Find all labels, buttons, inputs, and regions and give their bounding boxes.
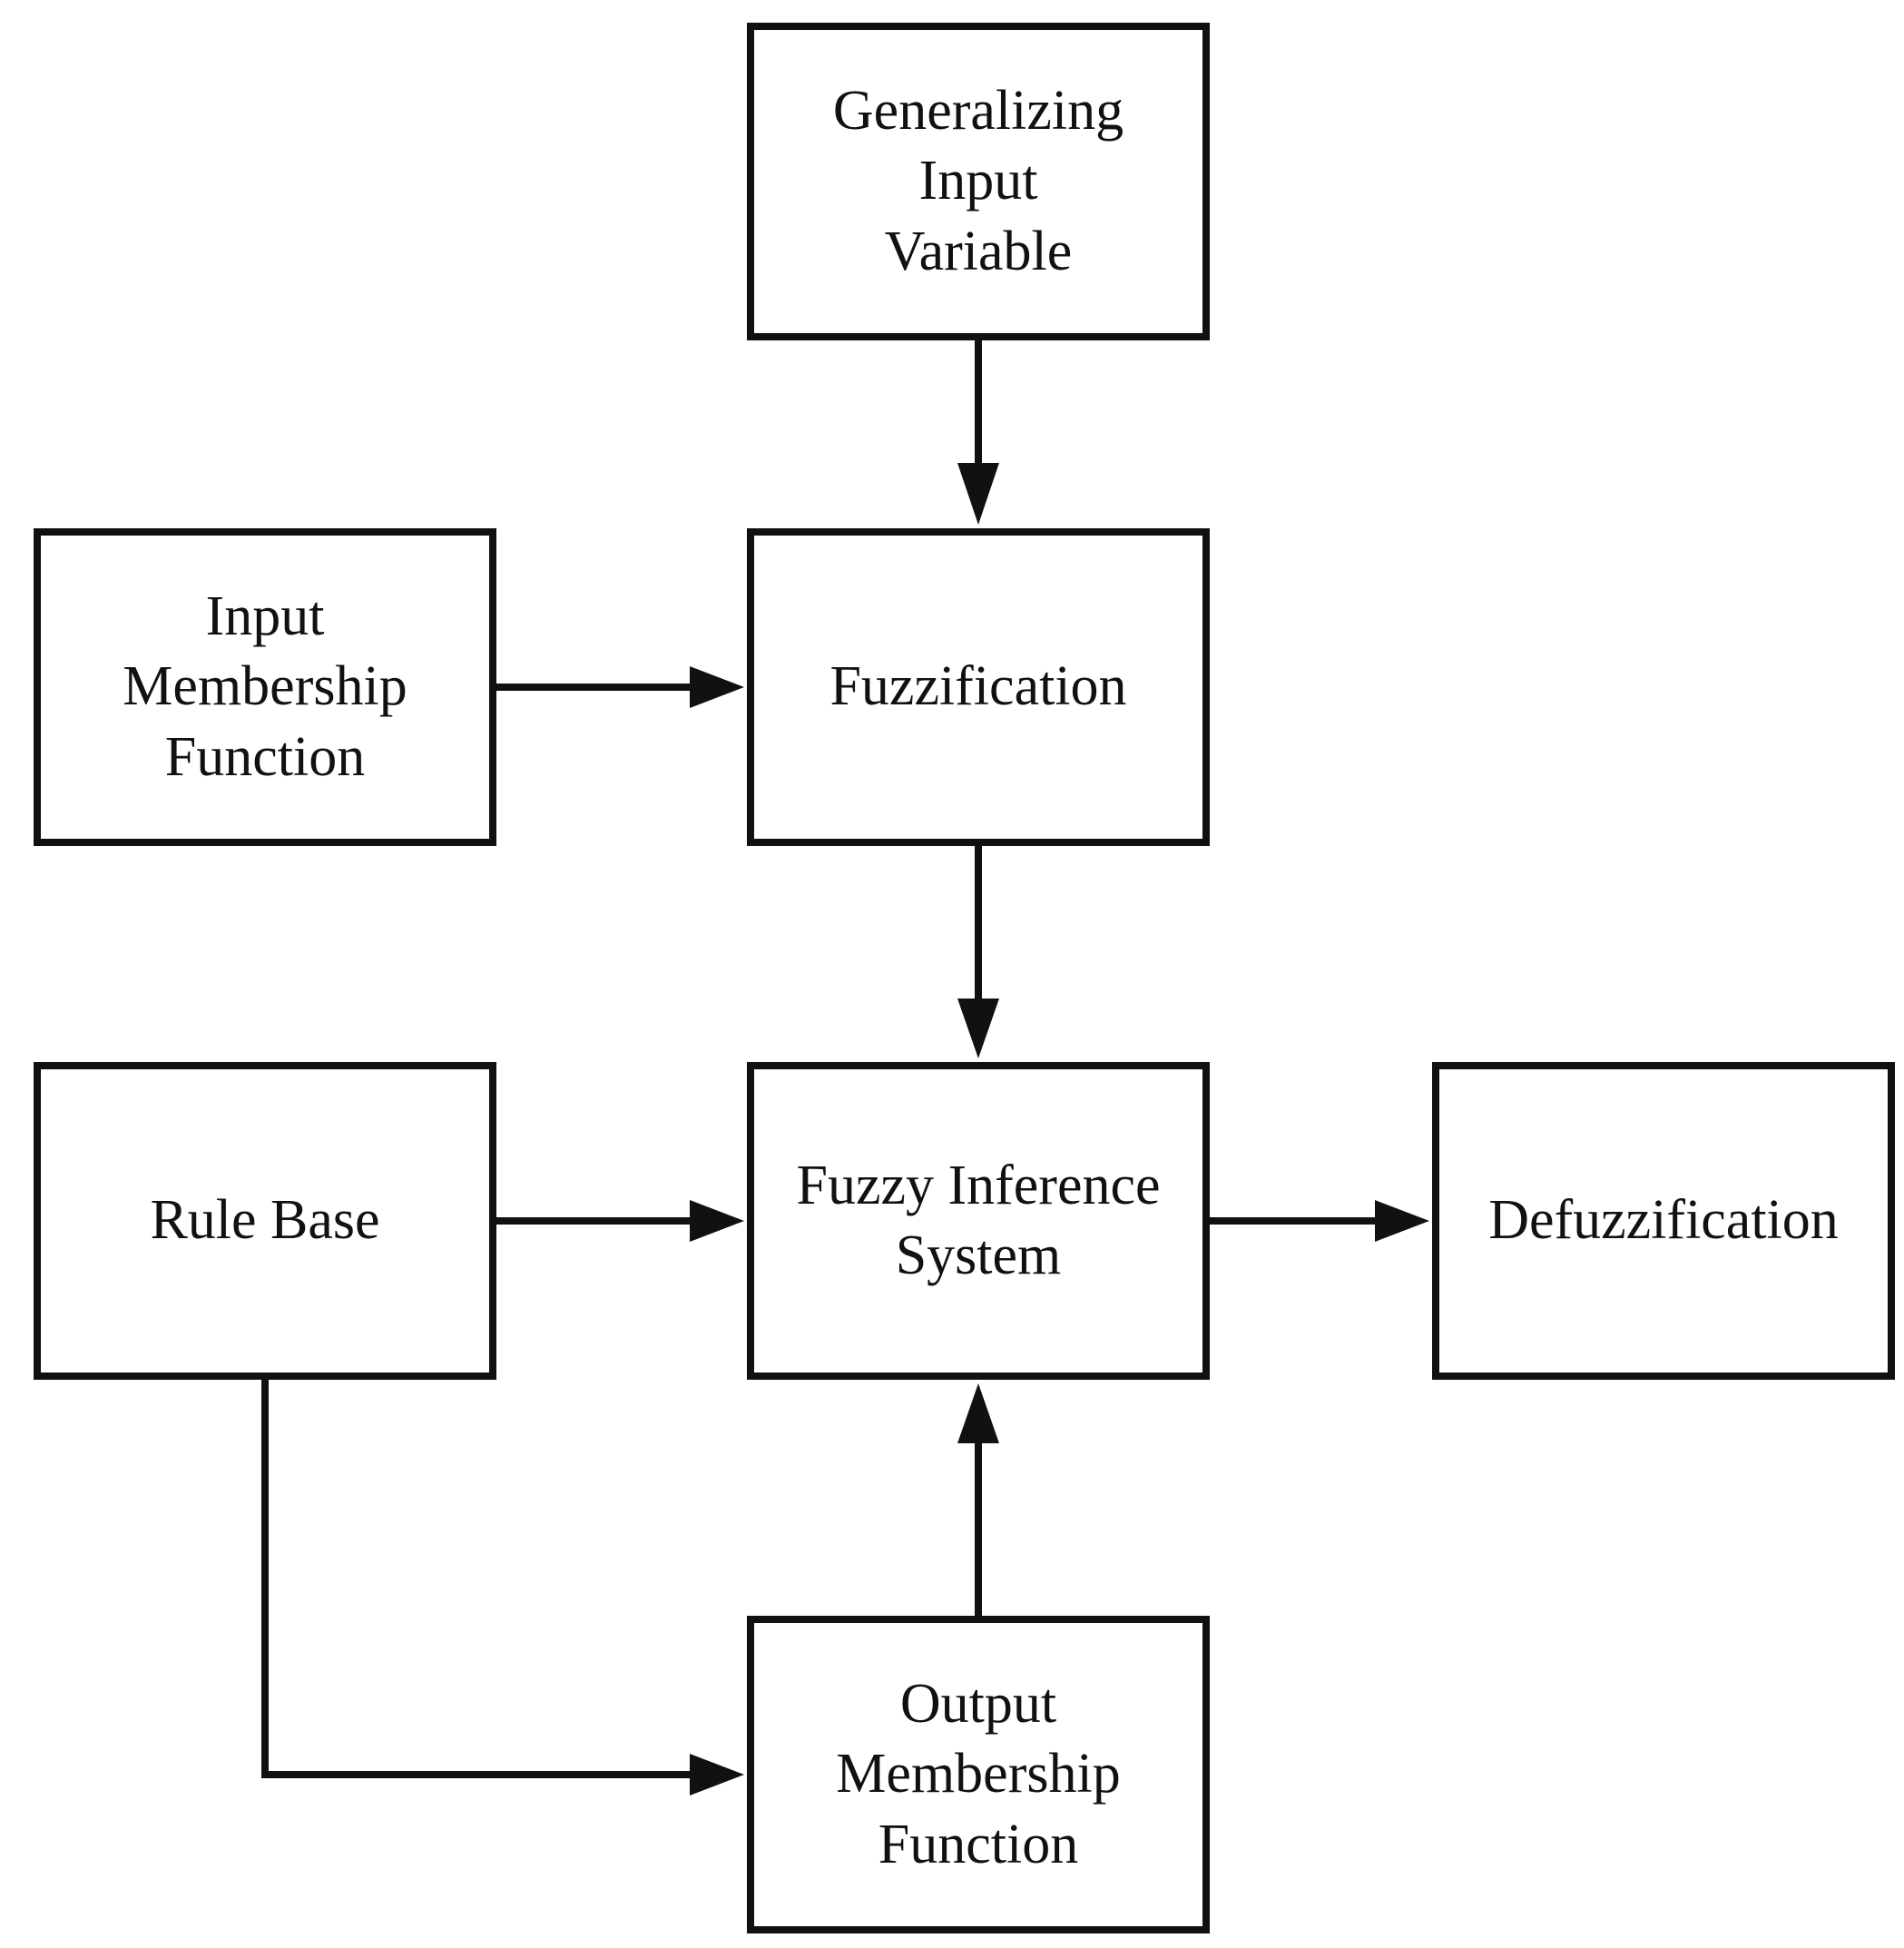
fuzzification-label: Fuzzification	[829, 655, 1127, 718]
fuzzy-inference-system-label: Fuzzy Inference System	[796, 1154, 1161, 1287]
arrowhead-input-mf-to-fuzzification	[690, 666, 744, 708]
arrowhead-rule-base-to-fis	[690, 1200, 744, 1242]
arrowhead-rule-base-to-output-mf	[690, 1754, 744, 1796]
defuzzification-box: Defuzzification	[1432, 1062, 1895, 1380]
input-membership-function-box: Input Membership Function	[34, 528, 496, 846]
edge-rule-base-to-output-mf	[261, 1380, 694, 1778]
arrowhead-fis-to-defuzz	[1375, 1200, 1429, 1242]
defuzzification-label: Defuzzification	[1488, 1189, 1839, 1252]
fuzzification-box: Fuzzification	[747, 528, 1210, 846]
arrowhead-generalizing-to-fuzzification	[957, 463, 999, 525]
generalizing-input-variable-box: Generalizing Input Variable	[747, 23, 1210, 340]
rule-base-box: Rule Base	[34, 1062, 496, 1380]
arrowhead-output-mf-to-fis	[957, 1383, 999, 1443]
output-membership-function-box: Output Membership Function	[747, 1616, 1210, 1933]
generalizing-input-variable-label: Generalizing Input Variable	[832, 79, 1124, 282]
input-membership-function-label: Input Membership Function	[123, 585, 407, 788]
rule-base-label: Rule Base	[150, 1189, 380, 1252]
fuzzy-inference-system-box: Fuzzy Inference System	[747, 1062, 1210, 1380]
arrowhead-fuzzification-to-fis	[957, 999, 999, 1058]
output-membership-function-label: Output Membership Function	[836, 1672, 1121, 1875]
